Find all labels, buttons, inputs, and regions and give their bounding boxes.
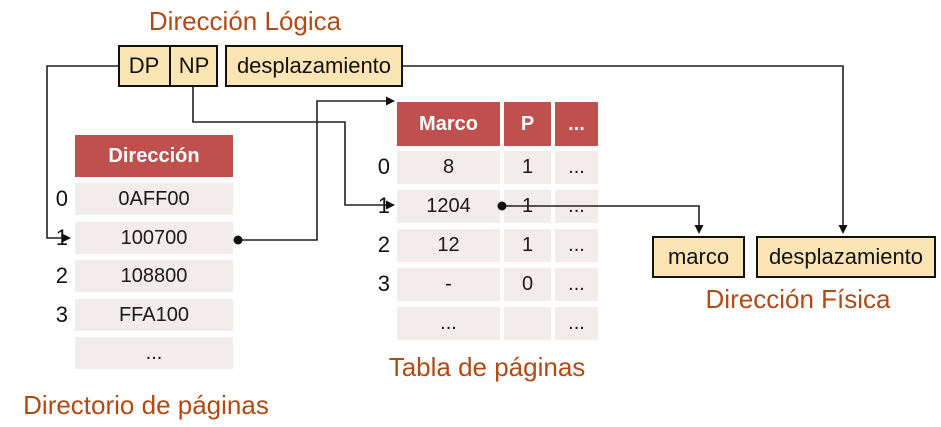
page-table-cell: 12 (397, 229, 500, 262)
page-table-cell: 1 (504, 229, 551, 262)
page-table-cell: ... (555, 151, 598, 184)
logical-address-box: DP NP (118, 45, 218, 87)
physical-marco-box: marco (652, 236, 745, 278)
page-table-index-3: 3 (377, 271, 390, 296)
page-table-cell: ... (397, 307, 500, 340)
dp-field: DP (128, 53, 160, 78)
directory-index-0: 0 (55, 186, 68, 211)
page-table-header-ellipsis: ... (555, 102, 598, 146)
connector-dot-directory-entry (233, 235, 243, 245)
np-field: NP (169, 47, 217, 85)
page-table-cell: ... (555, 229, 598, 262)
page-table-cell: 0 (504, 268, 551, 301)
page-table-header-marco: Marco (397, 102, 500, 146)
page-table-cell: 1 (504, 151, 551, 184)
page-directory-caption: Directorio de páginas (23, 390, 269, 420)
directory-row-0: 0AFF00 (75, 183, 233, 215)
directory-header: Dirección (75, 135, 233, 177)
page-table-caption: Tabla de páginas (388, 352, 586, 382)
page-table-index-1: 1 (377, 193, 390, 218)
directory-row-1: 100700 (75, 222, 233, 254)
directory-row-3: FFA100 (75, 299, 233, 331)
directory-row-ellipsis: ... (75, 337, 233, 369)
logical-offset-box: desplazamiento (225, 45, 403, 87)
directory-row-2: 108800 (75, 260, 233, 292)
page-table-cell: 1 (504, 190, 551, 223)
page-table-cell: ... (555, 268, 598, 301)
directory-index-1: 1 (55, 225, 68, 250)
page-table-cell: ... (555, 190, 598, 223)
page-table-cell: 8 (397, 151, 500, 184)
page-table-index-2: 2 (377, 232, 390, 257)
page-table-cell: ... (555, 307, 598, 340)
page-table-cell (504, 307, 551, 340)
page-table-cell: 1204 (397, 190, 500, 223)
directory-index-3: 3 (55, 302, 68, 327)
page-table-cell: - (397, 268, 500, 301)
physical-address-title: Dirección Física (705, 284, 891, 314)
directory-index-2: 2 (55, 263, 68, 288)
page-table-index-0: 0 (377, 154, 390, 179)
logical-address-title: Dirección Lógica (148, 6, 342, 36)
physical-offset-box: desplazamiento (756, 236, 936, 278)
page-table-header-p: P (504, 102, 551, 146)
